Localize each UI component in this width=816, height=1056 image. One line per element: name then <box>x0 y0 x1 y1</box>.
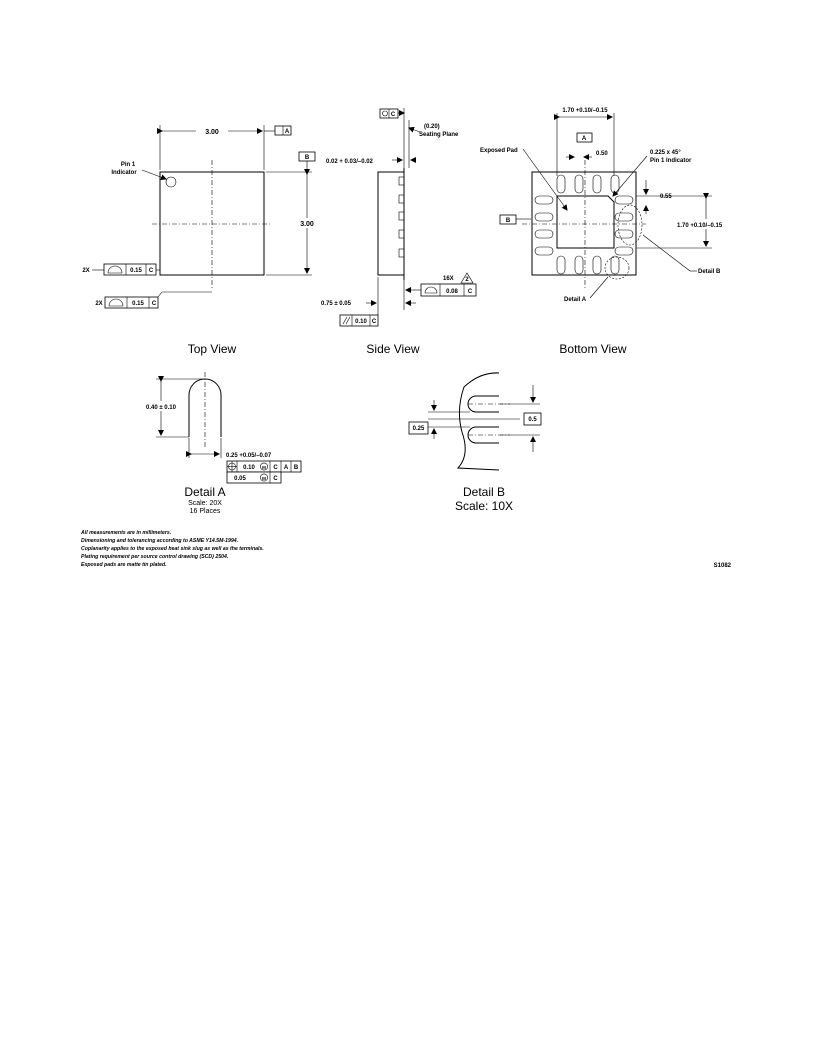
chamfer-dim: 0.225 x 45° <box>650 150 681 156</box>
pin1-indicator-dot <box>165 176 177 188</box>
top-width-dim: 3.00 <box>205 129 219 136</box>
detail-b-callout: Detail B <box>698 269 721 275</box>
drawing-number: S1082 <box>714 563 732 569</box>
top-fcf2-count: 2X <box>95 301 102 307</box>
bottom-pad-width-dim: 1.70 +0.10/–0.15 <box>562 108 608 114</box>
top-view: 3.00 A 3.00 B Pin 1 Indicator 2X 0.15 <box>82 125 320 356</box>
notes: All measurements are in millimeters. Dim… <box>80 530 264 568</box>
note-5: Exposed pads are matte tin plated. <box>81 562 167 568</box>
detail-a-fcf-row2: 0.05 M C <box>226 471 282 484</box>
bottom-view-title: Bottom View <box>559 342 626 356</box>
top-datum-b-flag: B <box>298 151 316 162</box>
top-fcf2: 0.15 C <box>104 296 159 309</box>
seating-plane-value: (0.20) <box>424 124 440 130</box>
note-1: All measurements are in millimeters. <box>80 530 171 536</box>
top-datum-a-label: A <box>285 129 290 135</box>
detail-a-lead-shape <box>188 378 222 437</box>
side-profile-value: 0.08 <box>446 289 458 295</box>
detail-b-right-dim: 0.5 <box>528 417 537 423</box>
detail-b-right-dim-box: 0.5 <box>523 412 542 426</box>
bottom-pitch-dim: 0.50 <box>596 151 608 157</box>
side-profile-datum: C <box>468 289 473 295</box>
detail-a-width-dim: 0.25 +0.05/–0.07 <box>226 453 272 459</box>
detail-b-body-break <box>456 372 500 471</box>
detail-a-fcf1-datum-b: B <box>294 465 299 471</box>
detail-a-fcf1-value: 0.10 <box>243 465 255 471</box>
detail-b-title: Detail B <box>463 485 505 499</box>
detail-a: 0.40 ± 0.10 0.25 +0.05/–0.07 0.10 M C A … <box>145 372 302 515</box>
note-4: Plating requirement per source control d… <box>81 554 228 560</box>
side-parallel-datum: C <box>372 319 377 325</box>
detail-b-left-dim-box: 0.25 <box>408 421 429 435</box>
exposed-pad <box>556 195 615 249</box>
detail-a-fcf1-datum-a: A <box>284 465 289 471</box>
top-fcf1: 0.15 C <box>103 263 157 276</box>
side-view-body <box>377 171 405 276</box>
standoff-dim: 0.02 + 0.03/–0.02 <box>326 159 374 165</box>
bottom-datum-a-flag: A <box>576 132 593 143</box>
pin1-label-line1: Pin 1 <box>121 162 136 168</box>
bottom-view-body <box>531 171 637 276</box>
detail-a-count: 16 Places <box>190 508 221 515</box>
side-datum-c-label: C <box>391 112 396 118</box>
detail-b-scale: Scale: 10X <box>455 499 513 513</box>
pin1-leader <box>141 169 167 181</box>
bottom-datum-a-label: A <box>582 136 587 142</box>
bottom-view: 1.70 +0.10/–0.15 1.70 +0.10/–0.15 0.50 A… <box>480 108 744 356</box>
detail-a-fcf1-datum-c: C <box>273 465 278 471</box>
bottom-datum-b-flag: B <box>499 214 517 225</box>
detail-a-scale: Scale: 20X <box>188 500 222 507</box>
detail-b-circle <box>617 204 643 246</box>
bottom-offset-dim: 0.55 <box>660 194 672 200</box>
top-view-title: Top View <box>188 342 237 356</box>
detail-a-fcf2-datum-c: C <box>273 476 278 482</box>
top-fcf1-count: 2X <box>82 268 89 274</box>
detail-a-circle <box>604 256 630 280</box>
note-2: Dimensioning and tolerancing according t… <box>81 538 238 544</box>
detail-a-title: Detail A <box>184 485 225 499</box>
detail-a-fcf2-mod: M <box>262 476 266 481</box>
seating-plane-label: Seating Plane <box>419 132 459 138</box>
pin1-label-line2: Indicator <box>111 170 137 176</box>
side-datum-c-flag: C <box>379 108 399 119</box>
detail-a-fcf-row1: 0.10 M C A B <box>226 460 302 473</box>
top-fcf1-datum: C <box>149 268 154 274</box>
top-fcf1-value: 0.15 <box>130 268 142 274</box>
side-lead-count: 16X <box>443 276 454 282</box>
top-fcf2-value: 0.15 <box>132 301 144 307</box>
top-datum-b-label: B <box>305 155 310 161</box>
note-3: Coplanarity applies to the exposed heat … <box>81 546 264 552</box>
side-parallel-fcf: 0.10 C <box>339 314 379 327</box>
detail-b-left-dim: 0.25 <box>413 426 425 432</box>
detail-a-fcf1-mod: M <box>262 465 266 470</box>
detail-a-fcf2-value: 0.05 <box>234 476 246 482</box>
chamfer-label: Pin 1 Indicator <box>650 158 692 164</box>
top-datum-a-flag: A <box>274 125 292 136</box>
detail-a-callout: Detail A <box>564 297 587 303</box>
top-fcf2-datum: C <box>152 301 157 307</box>
exposed-pad-label: Exposed Pad <box>480 148 518 154</box>
bottom-pad-height-dim: 1.70 +0.10/–0.15 <box>677 223 723 229</box>
bottom-datum-b-label: B <box>506 218 511 224</box>
top-height-dim: 3.00 <box>300 221 314 228</box>
detail-b: 0.25 0.5 Detail B Scale: 10X <box>408 372 542 513</box>
side-view-title: Side View <box>366 342 419 356</box>
side-view: C (0.20) Seating Plane 0.02 + 0.03/–0.02… <box>321 108 477 356</box>
detail-a-length-dim: 0.40 ± 0.10 <box>146 405 177 411</box>
side-parallel-value: 0.10 <box>355 319 367 325</box>
side-note-ref: 2 <box>465 277 469 283</box>
side-profile-fcf: 0.08 C <box>420 283 477 297</box>
side-height-dim: 0.75 ± 0.05 <box>321 301 352 307</box>
